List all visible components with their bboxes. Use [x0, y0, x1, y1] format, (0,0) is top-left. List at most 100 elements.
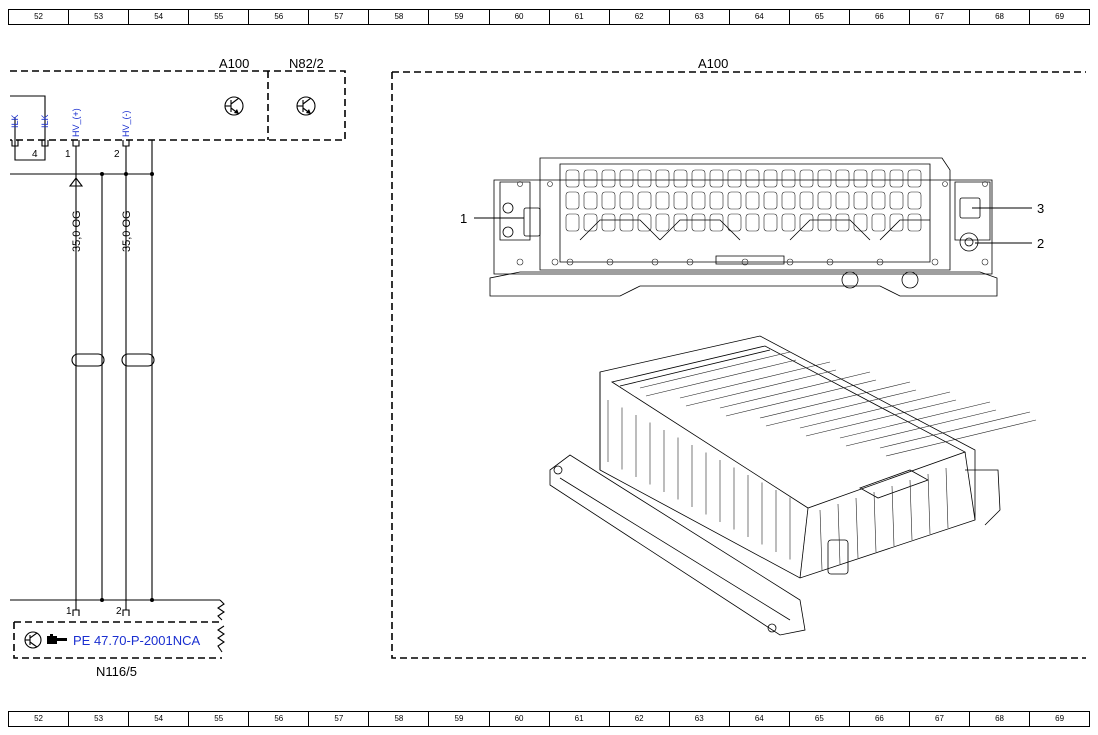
- side-rib: [945, 467, 949, 529]
- junction-dot: [124, 172, 128, 176]
- lid-rib: [685, 369, 837, 407]
- cooling-cell: [691, 191, 706, 210]
- cooling-cell: [619, 169, 634, 188]
- ruler-cell: 68: [969, 10, 1029, 24]
- cooling-cell: [619, 213, 634, 232]
- cooling-grid: [565, 169, 922, 232]
- cooling-cell: [601, 191, 616, 210]
- component-box-n116-5: [13, 621, 222, 659]
- cooling-cell: [637, 191, 652, 210]
- ruler-cell: 61: [548, 712, 609, 726]
- ruler-cell: 56: [248, 10, 308, 24]
- cooling-cell: [655, 191, 670, 210]
- component-view-a100: A100 1 3: [391, 56, 1086, 659]
- cooling-cell: [817, 169, 832, 188]
- ruler-cell: 59: [428, 712, 488, 726]
- cooling-cell: [655, 169, 670, 188]
- bolt: [982, 181, 988, 187]
- cooling-cell: [817, 191, 832, 210]
- cooling-cell: [619, 191, 634, 210]
- bolt: [606, 258, 614, 266]
- cooling-cell: [871, 169, 886, 188]
- cooling-cell: [727, 169, 742, 188]
- bolt: [942, 181, 948, 187]
- cooling-cell: [565, 191, 580, 210]
- reference-link[interactable]: PE 47.70-P-2001NCA: [73, 633, 201, 648]
- cooling-cell: [817, 213, 832, 232]
- lid-rib: [719, 371, 871, 409]
- signal-ilk: ILK: [10, 114, 20, 128]
- transistor-symbol-icon: [224, 96, 244, 116]
- lid-rib: [799, 391, 951, 429]
- cooling-cell: [763, 213, 778, 232]
- column-ruler-top: 52 53 54 55 56 57 58 59 60 61 62 63 64 6…: [8, 9, 1091, 25]
- ruler-cell: 67: [908, 10, 969, 24]
- ruler-cell: 53: [68, 10, 128, 24]
- bolt: [517, 181, 523, 187]
- cooling-cell: [835, 213, 850, 232]
- bolt: [686, 258, 694, 266]
- signal-hv-minus: HV_(-): [121, 110, 131, 137]
- ruler-cell: 69: [1029, 10, 1091, 24]
- signal-ilk: ILK: [40, 114, 50, 128]
- ruler-cell: 64: [728, 10, 789, 24]
- junction-dot: [150, 598, 154, 602]
- cooling-cell: [781, 213, 796, 232]
- ruler-cell: 56: [248, 712, 308, 726]
- interlock-loop: [14, 117, 46, 161]
- component-box-a100-small: [10, 70, 346, 141]
- junction-dot: [150, 172, 154, 176]
- cooling-cell: [835, 169, 850, 188]
- cooling-cell: [889, 169, 904, 188]
- cooling-cell: [835, 191, 850, 210]
- cooling-cell: [673, 169, 688, 188]
- callout-number: 3: [1037, 201, 1044, 216]
- cooling-cell: [763, 191, 778, 210]
- ruler-cell: 63: [668, 712, 729, 726]
- pin-number: 1: [65, 149, 71, 160]
- cooling-cell: [871, 191, 886, 210]
- bolt: [876, 258, 884, 266]
- ground-triangle: [68, 177, 84, 187]
- lid-rib: [845, 409, 997, 447]
- cooling-cell: [691, 169, 706, 188]
- cooling-cell: [745, 213, 760, 232]
- bolt: [741, 258, 749, 266]
- side-rib: [891, 485, 895, 547]
- connector-pins-top: [11, 140, 130, 147]
- side-rib: [855, 497, 859, 559]
- ruler-cell: 58: [368, 712, 428, 726]
- transistor-symbol-icon: [24, 631, 42, 649]
- cooling-cell: [673, 213, 688, 232]
- ruler-cell: 69: [1029, 712, 1091, 726]
- lid-rib: [885, 419, 1037, 457]
- bolt: [786, 258, 794, 266]
- cooling-cell: [601, 213, 616, 232]
- cooling-cell: [565, 169, 580, 188]
- cooling-cell: [637, 213, 652, 232]
- junction-dot: [100, 598, 104, 602]
- break-mark: [217, 599, 225, 621]
- wire-label: 35,0 OG: [71, 210, 83, 252]
- ruler-cell: 52: [8, 712, 68, 726]
- column-ruler-bottom: 52 53 54 55 56 57 58 59 60 61 62 63 64 6…: [8, 711, 1091, 727]
- lid-rib: [839, 401, 991, 439]
- cooling-cell: [907, 213, 922, 232]
- side-rib: [819, 509, 823, 571]
- side-rib: [927, 473, 931, 535]
- lid-rib: [765, 389, 917, 427]
- cooling-cell: [889, 213, 904, 232]
- side-rib: [873, 491, 877, 553]
- lid-rib: [725, 379, 877, 417]
- cooling-cell: [583, 191, 598, 210]
- cooling-cell: [709, 213, 724, 232]
- cooling-cell: [853, 169, 868, 188]
- cooling-cell: [799, 213, 814, 232]
- bolt: [516, 258, 524, 266]
- ruler-cell: 67: [908, 712, 969, 726]
- pin-number: 4: [32, 149, 38, 160]
- callout-number: 1: [460, 211, 467, 226]
- ruler-cell: 53: [68, 712, 128, 726]
- signal-hv-plus: HV_(+): [71, 108, 81, 137]
- cooling-cell: [781, 191, 796, 210]
